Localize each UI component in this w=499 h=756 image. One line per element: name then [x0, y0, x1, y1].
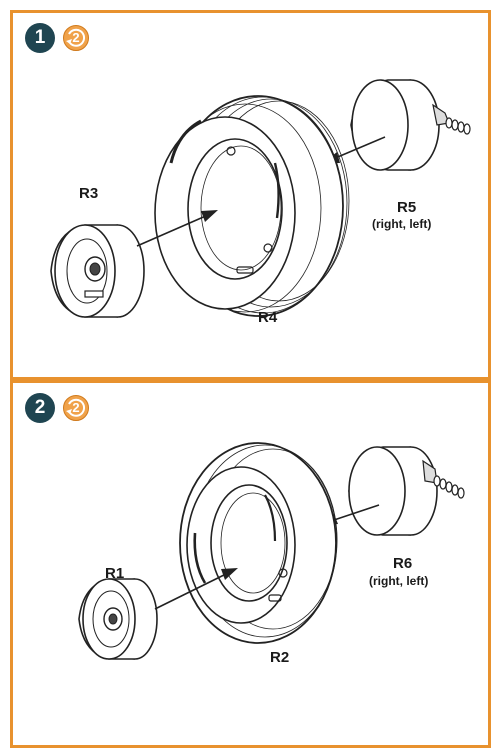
rotate-number: 2	[72, 30, 80, 45]
part-note-r6: (right, left)	[369, 574, 429, 588]
rotate-number: 2	[72, 400, 80, 415]
part-label-r2: R2	[270, 649, 290, 666]
part-label-r5: R5	[397, 199, 417, 216]
hub-cap-r5	[350, 79, 471, 171]
step-2-illustration	[78, 442, 465, 660]
step-number-badge: 1	[25, 23, 55, 53]
step-1-panel: 1 2	[10, 10, 491, 380]
tire-r4	[154, 95, 350, 317]
rotate-icon: 2	[63, 25, 89, 51]
wheel-hub-r3	[50, 224, 145, 318]
tire-r2	[179, 442, 338, 644]
part-note-r5: (right, left)	[372, 217, 432, 231]
part-label-r1: R1	[105, 565, 125, 582]
step-1-illustration	[50, 79, 471, 318]
wheel-hub-r1	[78, 578, 158, 660]
rotate-icon: 2	[63, 395, 89, 421]
part-label-r4: R4	[258, 309, 278, 326]
step-2-panel: 2 2	[10, 380, 491, 748]
part-label-r6: R6	[393, 555, 413, 572]
hub-cap-r6	[348, 446, 465, 536]
arrow-icon	[136, 210, 218, 247]
part-label-r3: R3	[79, 185, 99, 202]
step-number-badge: 2	[25, 393, 55, 423]
arrow-icon	[154, 568, 238, 610]
